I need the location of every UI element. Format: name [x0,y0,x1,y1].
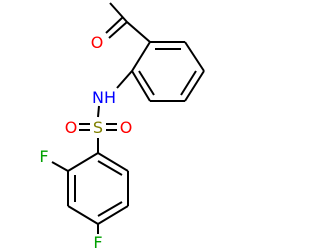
atom-fluorine-para: F [93,233,102,250]
atom-oxygen-sulfonyl-left: O [65,118,78,137]
bond-ring-fluorine-ortho [51,161,69,172]
bond-ring1-f [131,41,151,72]
bond-methyl-carbonyl [109,2,128,23]
atom-oxygen-sulfonyl-right: O [120,118,133,137]
structure-canvas: O NH S O O F F [39,2,205,250]
bond-ring2-inner-b [97,201,123,217]
molecule-structure: O NH S O O F F [39,2,205,250]
atom-fluorine-ortho: F [39,147,48,166]
bond-carbonyl-oxygen [108,21,128,39]
bond-nitrogen-sulfur [97,105,100,118]
bond-ring1-inner-b [180,70,197,96]
bond-ring1-e [131,70,151,102]
bond-carbonyl-ring [126,21,151,43]
bond-carbonyl-oxygen-double [105,16,124,34]
bond-ring2-c [97,205,129,225]
bond-ring-nitrogen [116,70,133,89]
atom-nitrogen-amide: NH [92,88,116,107]
bond-ring1-b [184,41,205,72]
bond-ring2-d [67,205,99,225]
bond-ring2-f [67,152,99,172]
atom-oxygen-carbonyl: O [91,33,104,52]
bond-ring1-inner-c [138,70,155,96]
bond-ring1-c [184,70,205,102]
bond-ring2-inner-a [97,160,123,176]
bond-ring2-a [97,152,129,172]
atom-sulfur: S [93,118,103,137]
